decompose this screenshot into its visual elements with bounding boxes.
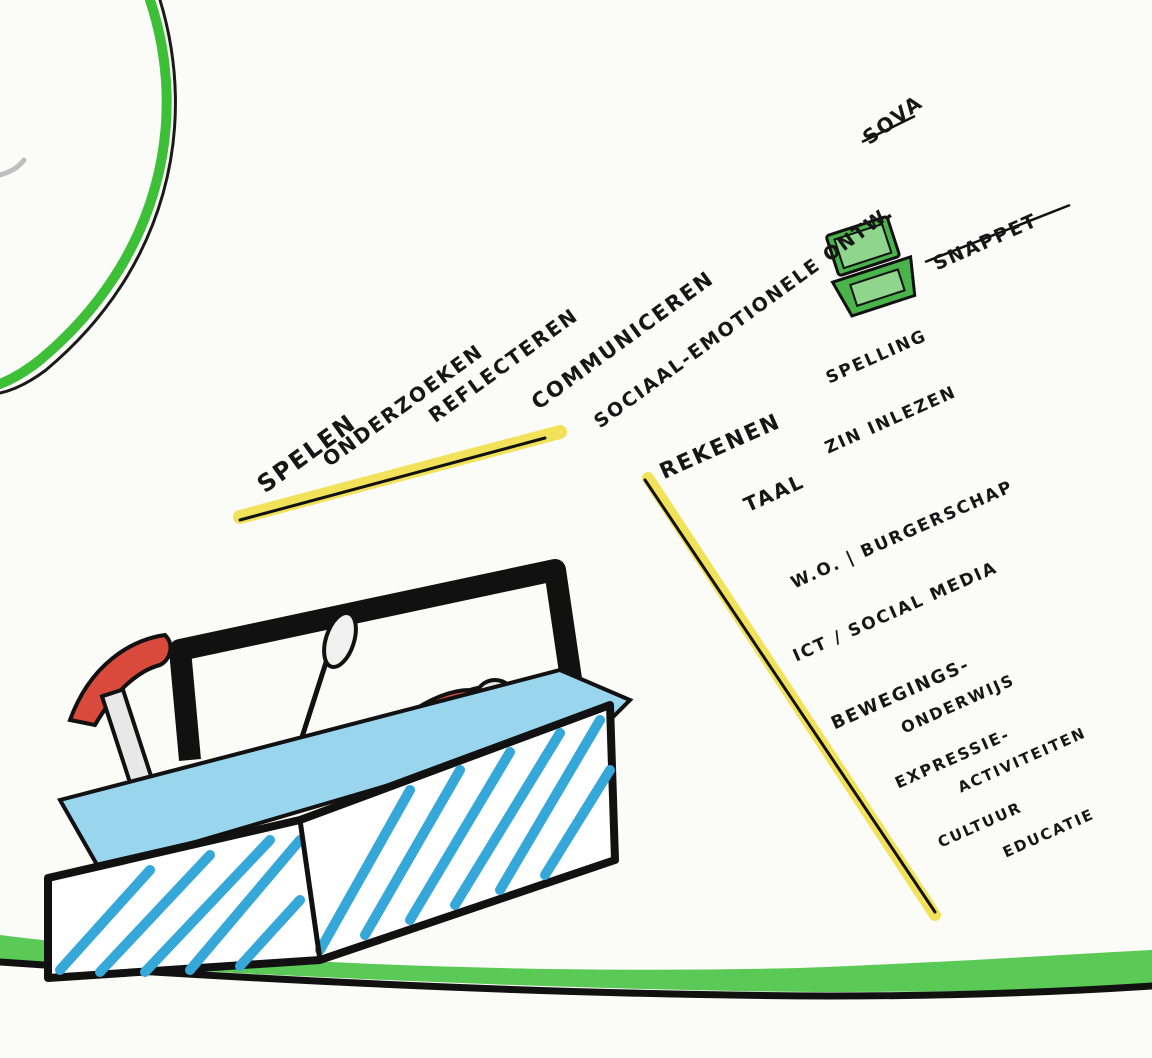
toolbox-icon [48, 570, 630, 978]
green-circle-arc [0, 0, 167, 384]
